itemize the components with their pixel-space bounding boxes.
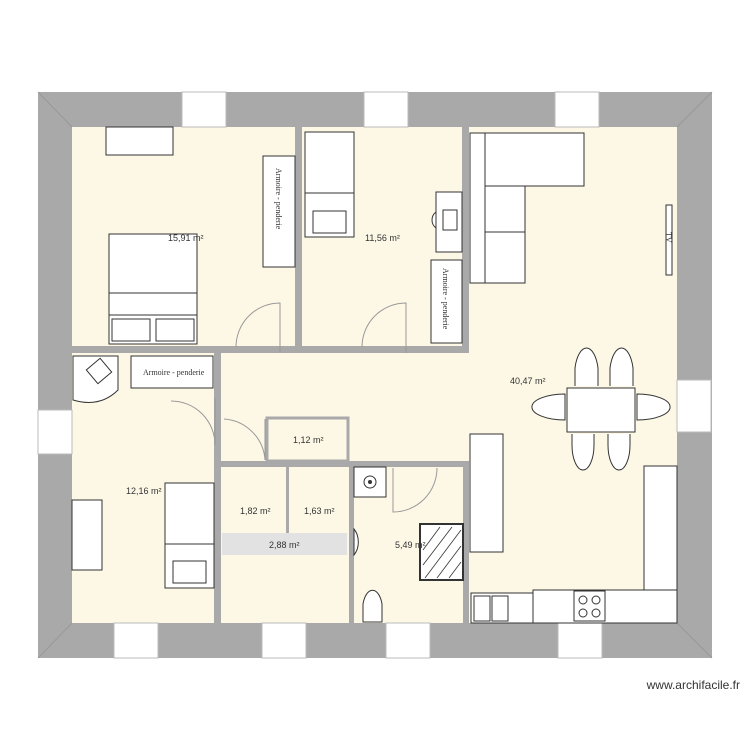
room-area-label: 1,63 m² [304, 506, 335, 516]
window [554, 91, 600, 128]
wardrobe-label: Armoire - penderie [274, 168, 283, 230]
tv [665, 204, 673, 276]
room-area-label: 40,47 m² [510, 376, 546, 386]
door [392, 467, 438, 513]
window [385, 622, 431, 659]
window [557, 622, 603, 659]
wardrobe [262, 155, 296, 268]
wall-corner-lines [37, 91, 713, 659]
door [170, 398, 216, 446]
door [235, 302, 281, 353]
wardrobe-label: Armoire - penderie [441, 268, 450, 330]
window [113, 622, 159, 659]
counter [643, 465, 678, 591]
room-living [221, 127, 677, 623]
wardrobe [430, 259, 463, 344]
window [261, 622, 307, 659]
tv-label: TV [664, 232, 673, 243]
toilet [362, 589, 383, 623]
bathroom-sink [353, 527, 359, 557]
window [363, 91, 409, 128]
windows[interactable] [37, 91, 712, 659]
door [361, 302, 407, 353]
sofa [469, 132, 585, 187]
chair [431, 210, 437, 230]
watermark: www.archifacile.fr [646, 678, 740, 692]
door [223, 418, 266, 461]
counter [469, 433, 504, 553]
window [37, 409, 73, 455]
dresser [105, 126, 174, 156]
dining-table [566, 387, 636, 433]
window [181, 91, 227, 128]
shower-hatching [422, 526, 462, 579]
cooktop [573, 590, 606, 622]
washing-machine [353, 466, 387, 498]
closet-1 [265, 416, 350, 463]
room-area-label: 5,49 m² [395, 540, 426, 550]
room-area-label: 11,56 m² [365, 233, 400, 243]
internal-walls [72, 127, 469, 623]
room-area-label: 1,12 m² [293, 435, 324, 445]
doors[interactable] [170, 302, 438, 513]
furniture [71, 126, 678, 624]
window [676, 379, 712, 433]
shower [419, 523, 464, 581]
room-area-label: 2,88 m² [269, 540, 300, 550]
storage-strip [222, 533, 347, 555]
room-area-label: 12,16 m² [126, 486, 162, 496]
room-area-label: 1,82 m² [240, 506, 271, 516]
wardrobe [130, 355, 214, 389]
wardrobe-label: Armoire - penderie [143, 368, 205, 377]
room-area-label: 15,91 m² [168, 233, 204, 243]
dresser [71, 499, 103, 571]
